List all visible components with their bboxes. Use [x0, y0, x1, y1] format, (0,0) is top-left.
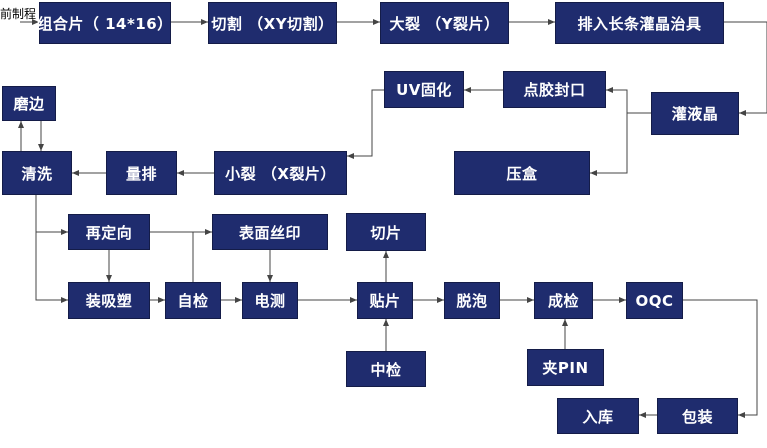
arrow-uv-cure-to-small-split	[347, 89, 384, 159]
step-surface-print: 表面丝印	[212, 214, 328, 250]
step-mid-inspect: 中检	[346, 351, 426, 387]
arrow-clean-to-blister-pack	[35, 232, 68, 303]
step-package: 包装	[657, 398, 738, 434]
step-warehouse: 入库	[557, 398, 639, 434]
step-glue-seal: 点胶封口	[503, 71, 606, 108]
step-cutting: 切割 （XY切割）	[208, 2, 337, 44]
step-uv-cure: UV固化	[384, 71, 464, 108]
step-defoam: 脱泡	[444, 282, 500, 319]
arrow-lc-fill-to-glue-seal	[606, 87, 651, 114]
step-pin-clip: 夹PIN	[527, 349, 604, 386]
step-load-fixture: 排入长条灌晶治具	[555, 2, 724, 44]
step-small-split: 小裂 （X裂片）	[214, 151, 347, 195]
arrow-lc-fill-to-press-box	[590, 112, 651, 176]
arrow-clean-to-realign	[35, 195, 68, 235]
step-electrical-test: 电测	[242, 282, 298, 319]
step-large-split: 大裂 （Y裂片）	[380, 2, 509, 44]
arrow-oqc-to-package	[683, 299, 758, 418]
step-oqc: OQC	[626, 282, 683, 319]
step-lc-fill: 灌液晶	[651, 92, 739, 135]
step-final-inspect: 成检	[534, 282, 593, 319]
arrow-load-fixture-to-lc-fill	[724, 21, 767, 116]
step-assembly: 组合片（ 14*16）	[37, 2, 172, 44]
pre-process-label: 前制程	[0, 7, 37, 21]
step-self-inspect: 自检	[165, 282, 221, 319]
step-batch-sort: 量排	[106, 151, 177, 195]
step-press-box: 压盒	[454, 151, 590, 195]
step-clean: 清洗	[2, 151, 72, 195]
step-attach: 贴片	[357, 282, 413, 319]
step-edge-grind: 磨边	[2, 86, 56, 121]
step-slice: 切片	[346, 213, 426, 251]
step-realign: 再定向	[68, 214, 150, 250]
step-blister-pack: 装吸塑	[68, 282, 150, 319]
